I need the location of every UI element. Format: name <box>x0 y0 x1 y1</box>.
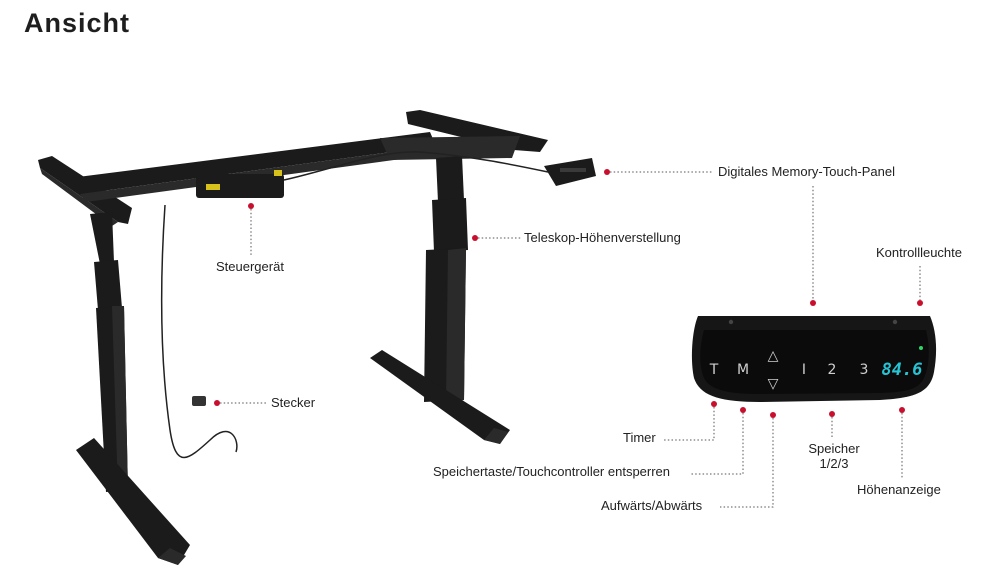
touch-panel-enlarged: T M △ ▽ I 2 3 84.6 <box>691 316 937 402</box>
label-telescope: Teleskop-Höhenverstellung <box>524 230 681 245</box>
label-panel: Digitales Memory-Touch-Panel <box>718 164 896 179</box>
slot-2-key[interactable]: 2 <box>828 362 837 378</box>
memory-key[interactable]: M <box>737 362 749 378</box>
label-memory-slots-line1: Speicher <box>808 441 860 456</box>
label-height-display: Höhenanzeige <box>857 482 941 497</box>
indicator-led <box>919 346 923 350</box>
slot-3-key[interactable]: 3 <box>860 362 869 378</box>
timer-key[interactable]: T <box>709 362 719 378</box>
label-plug: Stecker <box>271 395 316 410</box>
desk-frame <box>38 110 596 565</box>
page-title: Ansicht <box>24 8 131 38</box>
label-memory-key: Speichertaste/Touchcontroller entsperren <box>433 464 671 479</box>
label-memory-slots: Speicher 1/2/3 <box>808 441 860 471</box>
label-up-down: Aufwärts/Abwärts <box>601 498 703 513</box>
label-indicator-light: Kontrollleuchte <box>876 245 962 260</box>
label-control-box: Steuergerät <box>216 259 284 274</box>
down-key[interactable]: ▽ <box>768 376 779 392</box>
callouts <box>214 169 923 508</box>
slot-1-key[interactable]: I <box>802 362 806 378</box>
height-display: 84.6 <box>882 360 923 380</box>
up-key[interactable]: △ <box>768 348 779 364</box>
label-memory-slots-line2: 1/2/3 <box>819 456 849 471</box>
label-timer: Timer <box>623 430 656 445</box>
